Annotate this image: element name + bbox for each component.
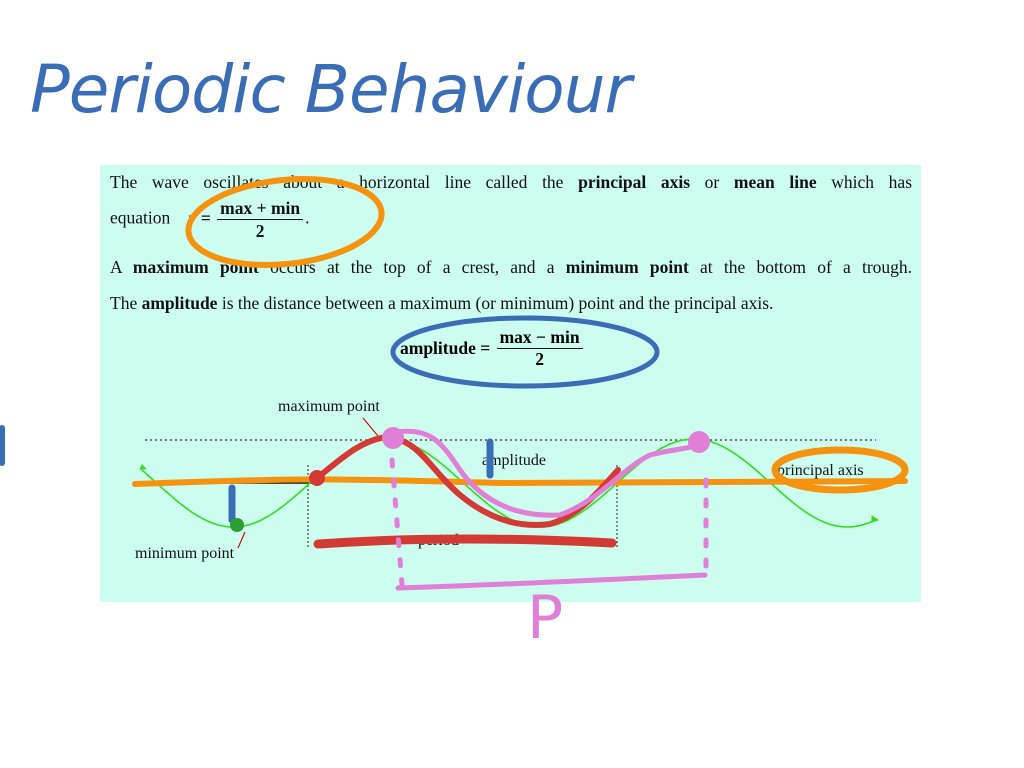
eq1-denominator: 2: [255, 221, 265, 241]
pink-dashed-drops: [389, 457, 709, 588]
pointer-arrows: [237, 417, 379, 549]
text: equation: [110, 207, 171, 228]
label-minimum-point: minimum point: [135, 545, 235, 562]
red-period-trace: [314, 433, 621, 528]
pink-period-trace: [392, 428, 703, 518]
orange-axis-label-circle: [771, 446, 909, 494]
pink-period-bar: [395, 572, 708, 591]
paragraph-max-min: A maximum point occurs at the top of a c…: [110, 256, 912, 278]
wave-arrowheads: [139, 464, 880, 523]
text: is the distance between a maximum (or mi…: [221, 293, 774, 313]
term-mean-line: mean line: [733, 172, 817, 192]
red-period-bar: [313, 534, 617, 549]
term-principal-axis: principal axis: [578, 172, 691, 192]
term-minimum-point: minimum point: [565, 257, 689, 277]
text: at the bottom of a trough.: [700, 257, 913, 277]
label-principal-axis: principal axis: [777, 462, 864, 479]
paragraph-amplitude: The amplitude is the distance between a …: [110, 292, 912, 314]
title-text: Periodic Behaviour: [30, 51, 636, 128]
text: or: [704, 172, 720, 192]
label-maximum-point: maximum point: [278, 398, 380, 415]
eq2-denominator: 2: [535, 349, 544, 369]
sine-wave: [141, 438, 875, 528]
eq2-numerator: max − min: [496, 327, 583, 349]
paragraph-principal-axis: The wave oscillates about a horizontal l…: [110, 171, 912, 193]
text: The: [110, 293, 138, 313]
label-amplitude: amplitude: [482, 452, 546, 469]
handwritten-p: P: [527, 583, 563, 653]
pink-dot-1: [382, 427, 404, 449]
eq1-numerator: max + min: [217, 197, 304, 220]
term-amplitude: amplitude: [141, 293, 218, 313]
blue-circle-annotation: [390, 315, 660, 389]
minimum-point-dot: [230, 518, 244, 532]
orange-circle-annotation: [185, 176, 385, 268]
text: A: [110, 257, 122, 277]
blue-amplitude-marks: [228, 438, 494, 524]
red-dot: [309, 470, 325, 486]
text: which has: [831, 172, 913, 192]
pink-dot-2: [688, 431, 710, 453]
eq2-lhs: amplitude =: [400, 338, 491, 358]
text: occurs at the top of a crest, and a: [270, 257, 555, 277]
